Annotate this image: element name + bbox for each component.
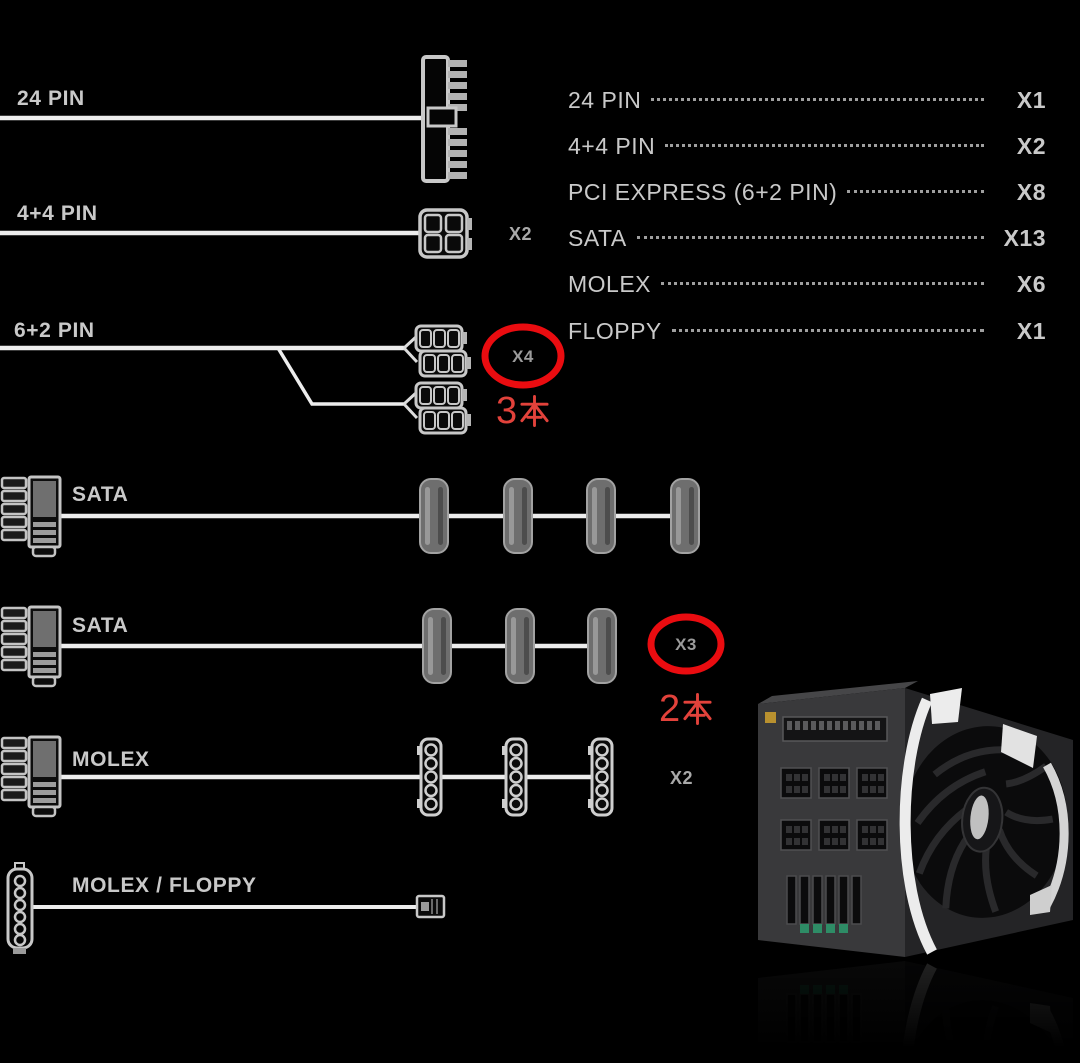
count-4plus4: X2 (509, 224, 533, 244)
legend-label: 24 PIN (568, 86, 642, 113)
annotation-digit: 3 (496, 390, 518, 432)
legend-leader (661, 282, 984, 286)
molex-passthrough-icon (6, 862, 34, 954)
cable-label-4plus4: 4+4 PIN (17, 202, 98, 225)
legend-leader (651, 97, 984, 101)
legend-count: X13 (1003, 225, 1046, 252)
sata-connector-icon (586, 478, 616, 554)
modular-plug-icon (0, 605, 62, 688)
legend-leader (636, 236, 984, 240)
cable-label-24pin: 24 PIN (17, 87, 85, 110)
sata-connector-icon (422, 608, 452, 684)
legend-count: X8 (1016, 178, 1046, 205)
hon-kanji-glyph (520, 395, 549, 427)
count-6plus2-circled: X4 (512, 347, 534, 366)
molex-connector-icon (500, 737, 528, 817)
sata-connector-icon (670, 478, 700, 554)
highlight-circle-x3 (647, 613, 725, 675)
legend-label: MOLEX (568, 271, 652, 298)
legend-label: 4+4 PIN (568, 132, 656, 159)
cable-wires (0, 115, 686, 909)
legend-row: SATA X13 (568, 216, 1046, 262)
sata-connector-icon (505, 608, 535, 684)
legend-count: X1 (1016, 317, 1046, 344)
wire-6plus2-branch (276, 347, 404, 406)
highlight-circle-x4 (481, 323, 565, 389)
legend-count: X1 (1016, 86, 1046, 113)
sata-connector-icon (587, 608, 617, 684)
modular-plug-icon (0, 475, 62, 558)
cable-label-sata-1: SATA (72, 483, 129, 506)
legend-row: 24 PIN X1 (568, 77, 1046, 123)
legend-leader (665, 143, 984, 147)
annotation-3-cables: 3 (496, 392, 550, 430)
legend-leader (847, 189, 984, 193)
count-sata2-circled: X3 (675, 635, 697, 654)
legend: 24 PIN X1 4+4 PIN X2 PCI EXPRESS (6+2 PI… (568, 77, 1046, 354)
legend-leader (671, 328, 984, 332)
annotation-2-cables: 2 (659, 690, 713, 728)
legend-label: FLOPPY (568, 317, 662, 344)
legend-label: SATA (568, 225, 627, 252)
cable-label-molex-floppy: MOLEX / FLOPPY (72, 874, 257, 897)
legend-row: 4+4 PIN X2 (568, 123, 1046, 169)
count-molex: X2 (670, 768, 694, 788)
legend-row: PCI EXPRESS (6+2 PIN) X8 (568, 169, 1046, 215)
modular-plug-icon (0, 735, 62, 818)
molex-connector-icon (586, 737, 614, 817)
annotation-digit: 2 (659, 688, 681, 730)
cable-label-sata-2: SATA (72, 614, 129, 637)
sata-connector-icon (503, 478, 533, 554)
molex-connector-icon (415, 737, 443, 817)
sata-connector-icon (419, 478, 449, 554)
connector-24pin-icon (421, 55, 467, 183)
legend-row: FLOPPY X1 (568, 308, 1046, 354)
connector-6plus2-cluster-bottom-icon (402, 381, 473, 435)
cable-label-6plus2: 6+2 PIN (14, 319, 95, 342)
connector-6plus2-cluster-top-icon (402, 324, 473, 378)
hon-kanji-glyph (683, 693, 712, 725)
psu-photo (758, 681, 1073, 957)
connector-4plus4-icon (418, 208, 472, 259)
legend-label: PCI EXPRESS (6+2 PIN) (568, 178, 838, 205)
legend-count: X6 (1016, 271, 1046, 298)
floppy-connector-icon (415, 894, 446, 919)
legend-count: X2 (1016, 132, 1046, 159)
cable-label-molex: MOLEX (72, 748, 150, 771)
legend-row: MOLEX X6 (568, 262, 1046, 308)
